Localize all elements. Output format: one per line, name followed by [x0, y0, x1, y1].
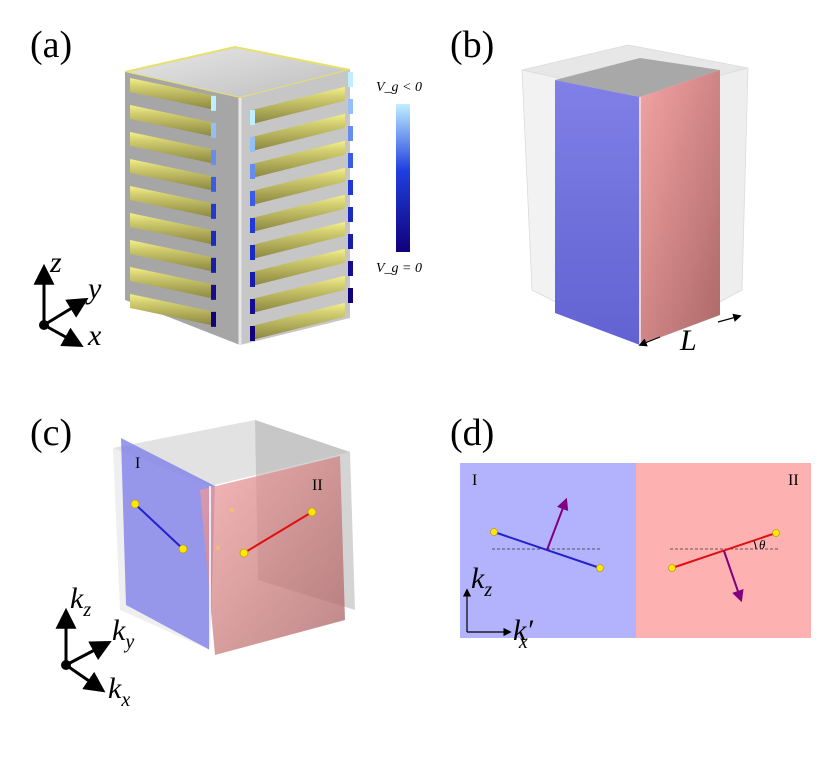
normal-arrow-right	[723, 550, 744, 603]
panel-a-label: (a)	[30, 24, 72, 66]
gate-electrode-right	[252, 86, 345, 124]
gate-tip-left	[211, 149, 216, 165]
gate-electrode-right	[252, 248, 345, 286]
angle-arc	[753, 540, 757, 550]
gate-electrode-right	[252, 113, 345, 151]
x-axis-arrow	[43, 323, 84, 348]
kz-axis-label-d: kz	[471, 562, 492, 601]
gate-electrode-left	[130, 294, 215, 326]
kz-axis-label: kz	[70, 582, 91, 621]
gate-tip-right	[250, 218, 255, 233]
gate-electrode-left	[130, 267, 215, 299]
colorbar-gradient	[396, 104, 410, 252]
y-axis-label: y	[85, 272, 102, 305]
panel-d-label: (d)	[450, 412, 494, 454]
region-right-face	[640, 70, 720, 345]
gated-block	[124, 45, 353, 345]
region-left-face	[555, 80, 640, 345]
gate-electrode-right	[252, 275, 345, 313]
gates-left	[130, 78, 216, 327]
gate-tip-right	[250, 191, 255, 206]
gate-electrode-left	[130, 213, 215, 245]
gate-tip-left	[211, 122, 216, 138]
panel-b-label: (b)	[450, 24, 494, 66]
colorbar-top-label: V_g < 0	[376, 80, 422, 95]
gate-tip-left	[211, 176, 216, 192]
gate-electrode-right	[252, 194, 345, 232]
normal-arrow-left	[546, 497, 569, 551]
length-indicator: L	[638, 313, 742, 357]
gate-tip-right	[250, 164, 255, 179]
gate-tip-right	[250, 110, 255, 125]
gate-electrode-right	[252, 302, 345, 340]
length-label: L	[679, 324, 697, 357]
ky-axis-arrow	[65, 641, 112, 667]
gate-electrode-left	[130, 159, 215, 191]
gate-tip-far	[348, 234, 353, 249]
x-axis-label: x	[87, 319, 102, 352]
gate-electrode-right	[252, 167, 345, 205]
gate-tip-right	[250, 272, 255, 287]
gates-right	[250, 72, 353, 341]
panel-c-label: (c)	[30, 412, 72, 454]
gate-tip-right	[250, 299, 255, 314]
gate-tip-left	[211, 203, 216, 219]
axes-triad-a: z y x	[33, 246, 102, 352]
gate-tip-left	[211, 311, 216, 327]
k-space-box: I II	[113, 420, 355, 655]
gate-tip-right	[250, 137, 255, 152]
red-segment	[671, 532, 777, 569]
domain-wall-box	[555, 58, 720, 345]
panel-d: (d) I II θ kz k′x	[450, 412, 811, 653]
gate-tip-far	[348, 288, 353, 303]
gate-tip-far	[348, 180, 353, 195]
gate-tip-left	[211, 230, 216, 246]
ky-axis-label: ky	[112, 614, 134, 653]
region-I-label: I	[135, 455, 140, 472]
gate-electrode-right	[252, 221, 345, 259]
kx-axis-label: kx	[108, 672, 130, 711]
gate-electrode-left	[130, 105, 215, 137]
region-II-label-d: II	[788, 472, 799, 489]
colorbar-bottom-label: V_g = 0	[376, 261, 422, 276]
angle-label: θ	[759, 537, 766, 552]
y-axis-arrow	[43, 297, 89, 327]
gate-electrode-left	[130, 132, 215, 164]
box-top	[555, 58, 720, 97]
kx-axis-arrow	[65, 663, 106, 693]
panel-c: (c) I II kz ky kx	[30, 412, 355, 711]
gate-tip-far	[348, 126, 353, 141]
gate-electrode-right	[252, 140, 345, 178]
gate-electrode-left	[130, 186, 215, 218]
region-II-segment	[243, 511, 313, 554]
region-II-label: II	[312, 477, 323, 494]
gate-tip-left	[211, 95, 216, 111]
region-II-face	[200, 456, 345, 655]
gate-electrode-left	[130, 240, 215, 272]
gate-tip-left	[211, 257, 216, 273]
gate-tip-right	[250, 326, 255, 341]
region-I-segment	[134, 503, 184, 550]
panel-a: (a) V_g < 0 V_g = 0 z y x	[30, 24, 422, 352]
gate-tip-far	[348, 207, 353, 222]
gate-tip-right	[250, 245, 255, 260]
gate-tip-far	[348, 153, 353, 168]
colorbar: V_g < 0 V_g = 0	[376, 80, 422, 276]
region-I-face	[121, 438, 215, 650]
region-I-label-d: I	[472, 472, 477, 489]
gate-electrode-left	[130, 78, 215, 110]
axes-d: kz k′x	[462, 562, 533, 653]
axes-triad-c: kz ky kx	[55, 582, 134, 711]
z-axis-label: z	[49, 246, 62, 279]
gate-tip-far	[348, 72, 353, 87]
panel-b: (b) L	[450, 24, 749, 357]
gate-tip-left	[211, 284, 216, 300]
gate-tip-far	[348, 99, 353, 114]
kx-axis-label-d: k′x	[513, 614, 533, 653]
gate-tip-far	[348, 261, 353, 276]
